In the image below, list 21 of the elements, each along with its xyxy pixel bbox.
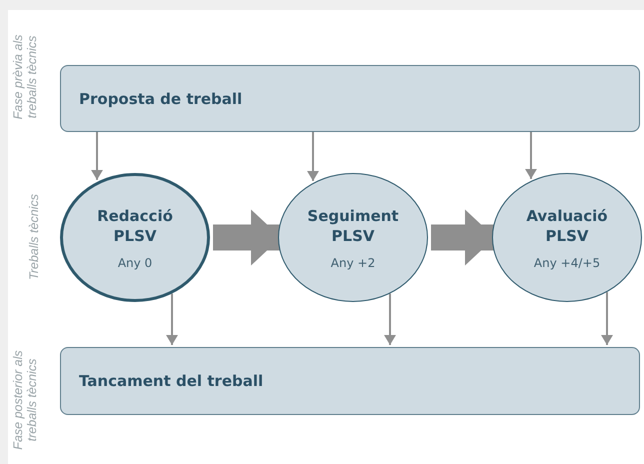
phase-label: Fase prèvia als treballs tècnics — [11, 34, 39, 122]
node-title: Tancament del treball — [79, 371, 264, 391]
phase-label: Fase posterior als treballs tècnics — [11, 349, 39, 452]
node-subtitle: Any 0 — [118, 256, 152, 270]
node-title: Redacció PLSV — [96, 206, 174, 246]
node-subtitle: Any +4/+5 — [534, 256, 600, 270]
node-title: Proposta de treball — [79, 88, 242, 108]
phase-label: Treballs tècnics — [27, 193, 41, 282]
arrow — [525, 132, 537, 179]
arrow — [166, 294, 178, 345]
arrow — [307, 132, 319, 181]
node-subtitle: Any +2 — [330, 256, 376, 270]
block-arrow — [213, 210, 281, 266]
arrow — [384, 294, 396, 345]
phase-box — [60, 65, 640, 132]
arrow — [601, 292, 613, 345]
arrow — [91, 132, 103, 180]
node-title: Avaluació PLSV — [525, 206, 609, 246]
phase-box — [60, 347, 640, 415]
block-arrow — [431, 210, 495, 266]
node-title: Seguiment PLSV — [306, 206, 400, 246]
